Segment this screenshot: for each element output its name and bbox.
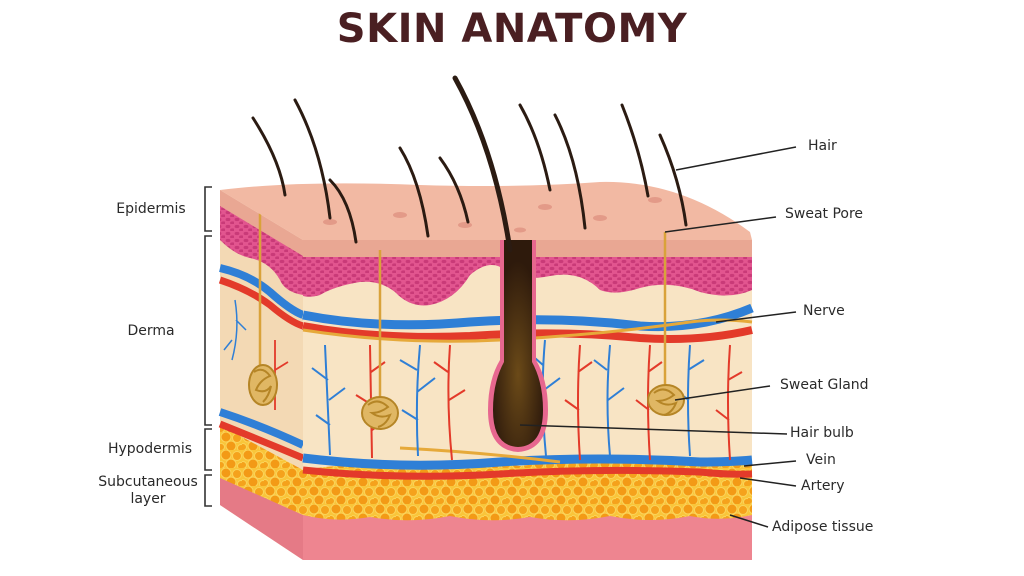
sweat-gland-left — [248, 212, 278, 406]
leader-vein — [743, 460, 797, 467]
label-sweat-pore: Sweat Pore — [785, 206, 864, 222]
label-hypodermis: Hypodermis — [107, 441, 193, 457]
nerve-fiber — [302, 318, 753, 343]
bracket-subcutaneous — [204, 474, 212, 507]
left-side-face — [218, 190, 305, 560]
leader-hair — [675, 146, 797, 171]
label-hair-bulb: Hair bulb — [790, 425, 854, 441]
layer-brackets — [204, 186, 212, 507]
leader-hair-bulb — [519, 424, 788, 435]
label-subcutaneous: Subcutaneous layer — [92, 474, 204, 508]
bracket-epidermis — [204, 186, 212, 232]
hair-follicle — [488, 240, 548, 452]
leader-lines — [519, 146, 797, 528]
leader-nerve — [715, 311, 797, 323]
label-nerve: Nerve — [803, 303, 845, 319]
label-hair: Hair — [808, 138, 837, 154]
bracket-derma — [204, 235, 212, 426]
label-subcutaneous-line1: Subcutaneous — [98, 474, 198, 490]
label-subcutaneous-line2: layer — [130, 491, 166, 507]
hairs — [251, 75, 688, 253]
leader-artery — [739, 477, 797, 487]
label-vein: Vein — [806, 452, 836, 468]
leader-adipose — [729, 514, 769, 528]
leader-sweat-gland — [674, 385, 771, 401]
leader-sweat-pore — [664, 216, 777, 233]
label-adipose-tissue: Adipose tissue — [772, 519, 874, 535]
sweat-glands — [361, 232, 685, 430]
label-derma: Derma — [127, 323, 175, 339]
label-sweat-gland: Sweat Gland — [780, 377, 869, 393]
label-epidermis: Epidermis — [116, 201, 186, 217]
label-artery: Artery — [801, 478, 845, 494]
diagram-title: SKIN ANATOMY — [336, 6, 688, 52]
bracket-hypodermis — [204, 428, 212, 471]
